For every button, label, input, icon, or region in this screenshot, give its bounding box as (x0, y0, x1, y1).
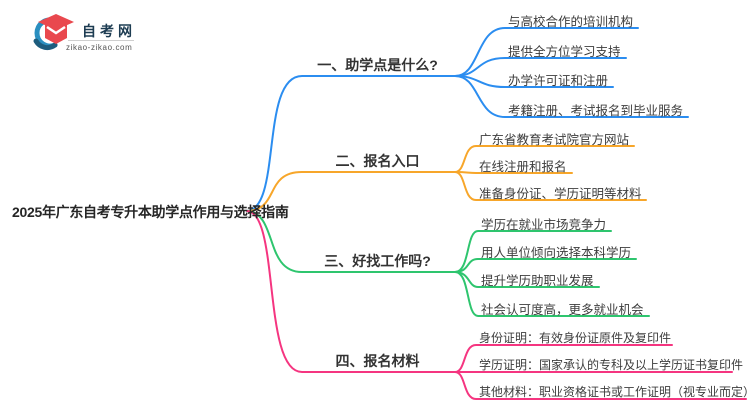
child-node[interactable]: 提供全方位学习支持 (508, 45, 621, 59)
child-node[interactable]: 提升学历助职业发展 (481, 274, 594, 288)
branch-node-easy-to-find-job[interactable]: 三、好找工作吗? (324, 253, 431, 269)
child-node[interactable]: 在线注册和报名 (479, 160, 567, 174)
site-logo: 自考网 zikao-zikao.com (26, 12, 156, 56)
logo-divider (68, 40, 134, 41)
child-node[interactable]: 与高校合作的培训机构 (508, 15, 634, 29)
branch-node-what-is-study-point[interactable]: 一、助学点是什么? (317, 57, 438, 73)
child-node[interactable]: 考籍注册、考试报名到毕业服务 (508, 104, 684, 118)
child-node[interactable]: 准备身份证、学历证明等材料 (479, 187, 642, 201)
central-topic-node[interactable]: 2025年广东自考专升本助学点作用与选择指南 (12, 204, 289, 220)
child-node[interactable]: 社会认可度高，更多就业机会 (481, 303, 644, 317)
child-node[interactable]: 用人单位倾向选择本科学历 (481, 246, 632, 260)
logo-title: 自考网 (82, 23, 136, 39)
child-node[interactable]: 身份证明：有效身份证原件及复印件 (479, 331, 672, 345)
logo-subtitle: zikao-zikao.com (66, 43, 133, 52)
child-node[interactable]: 学历证明：国家承认的专科及以上学历证书复印件 (479, 358, 744, 372)
child-node[interactable]: 其他材料：职业资格证书或工作证明（视专业而定） (479, 385, 750, 399)
branch-node-registration-entry[interactable]: 二、报名入口 (335, 153, 420, 169)
branch-node-registration-materials[interactable]: 四、报名材料 (335, 353, 420, 369)
child-node[interactable]: 办学许可证和注册 (508, 74, 609, 88)
child-node[interactable]: 学历在就业市场竞争力 (481, 218, 607, 232)
child-node[interactable]: 广东省教育考试院官方网站 (479, 133, 630, 147)
graduation-cap-icon (33, 14, 74, 51)
